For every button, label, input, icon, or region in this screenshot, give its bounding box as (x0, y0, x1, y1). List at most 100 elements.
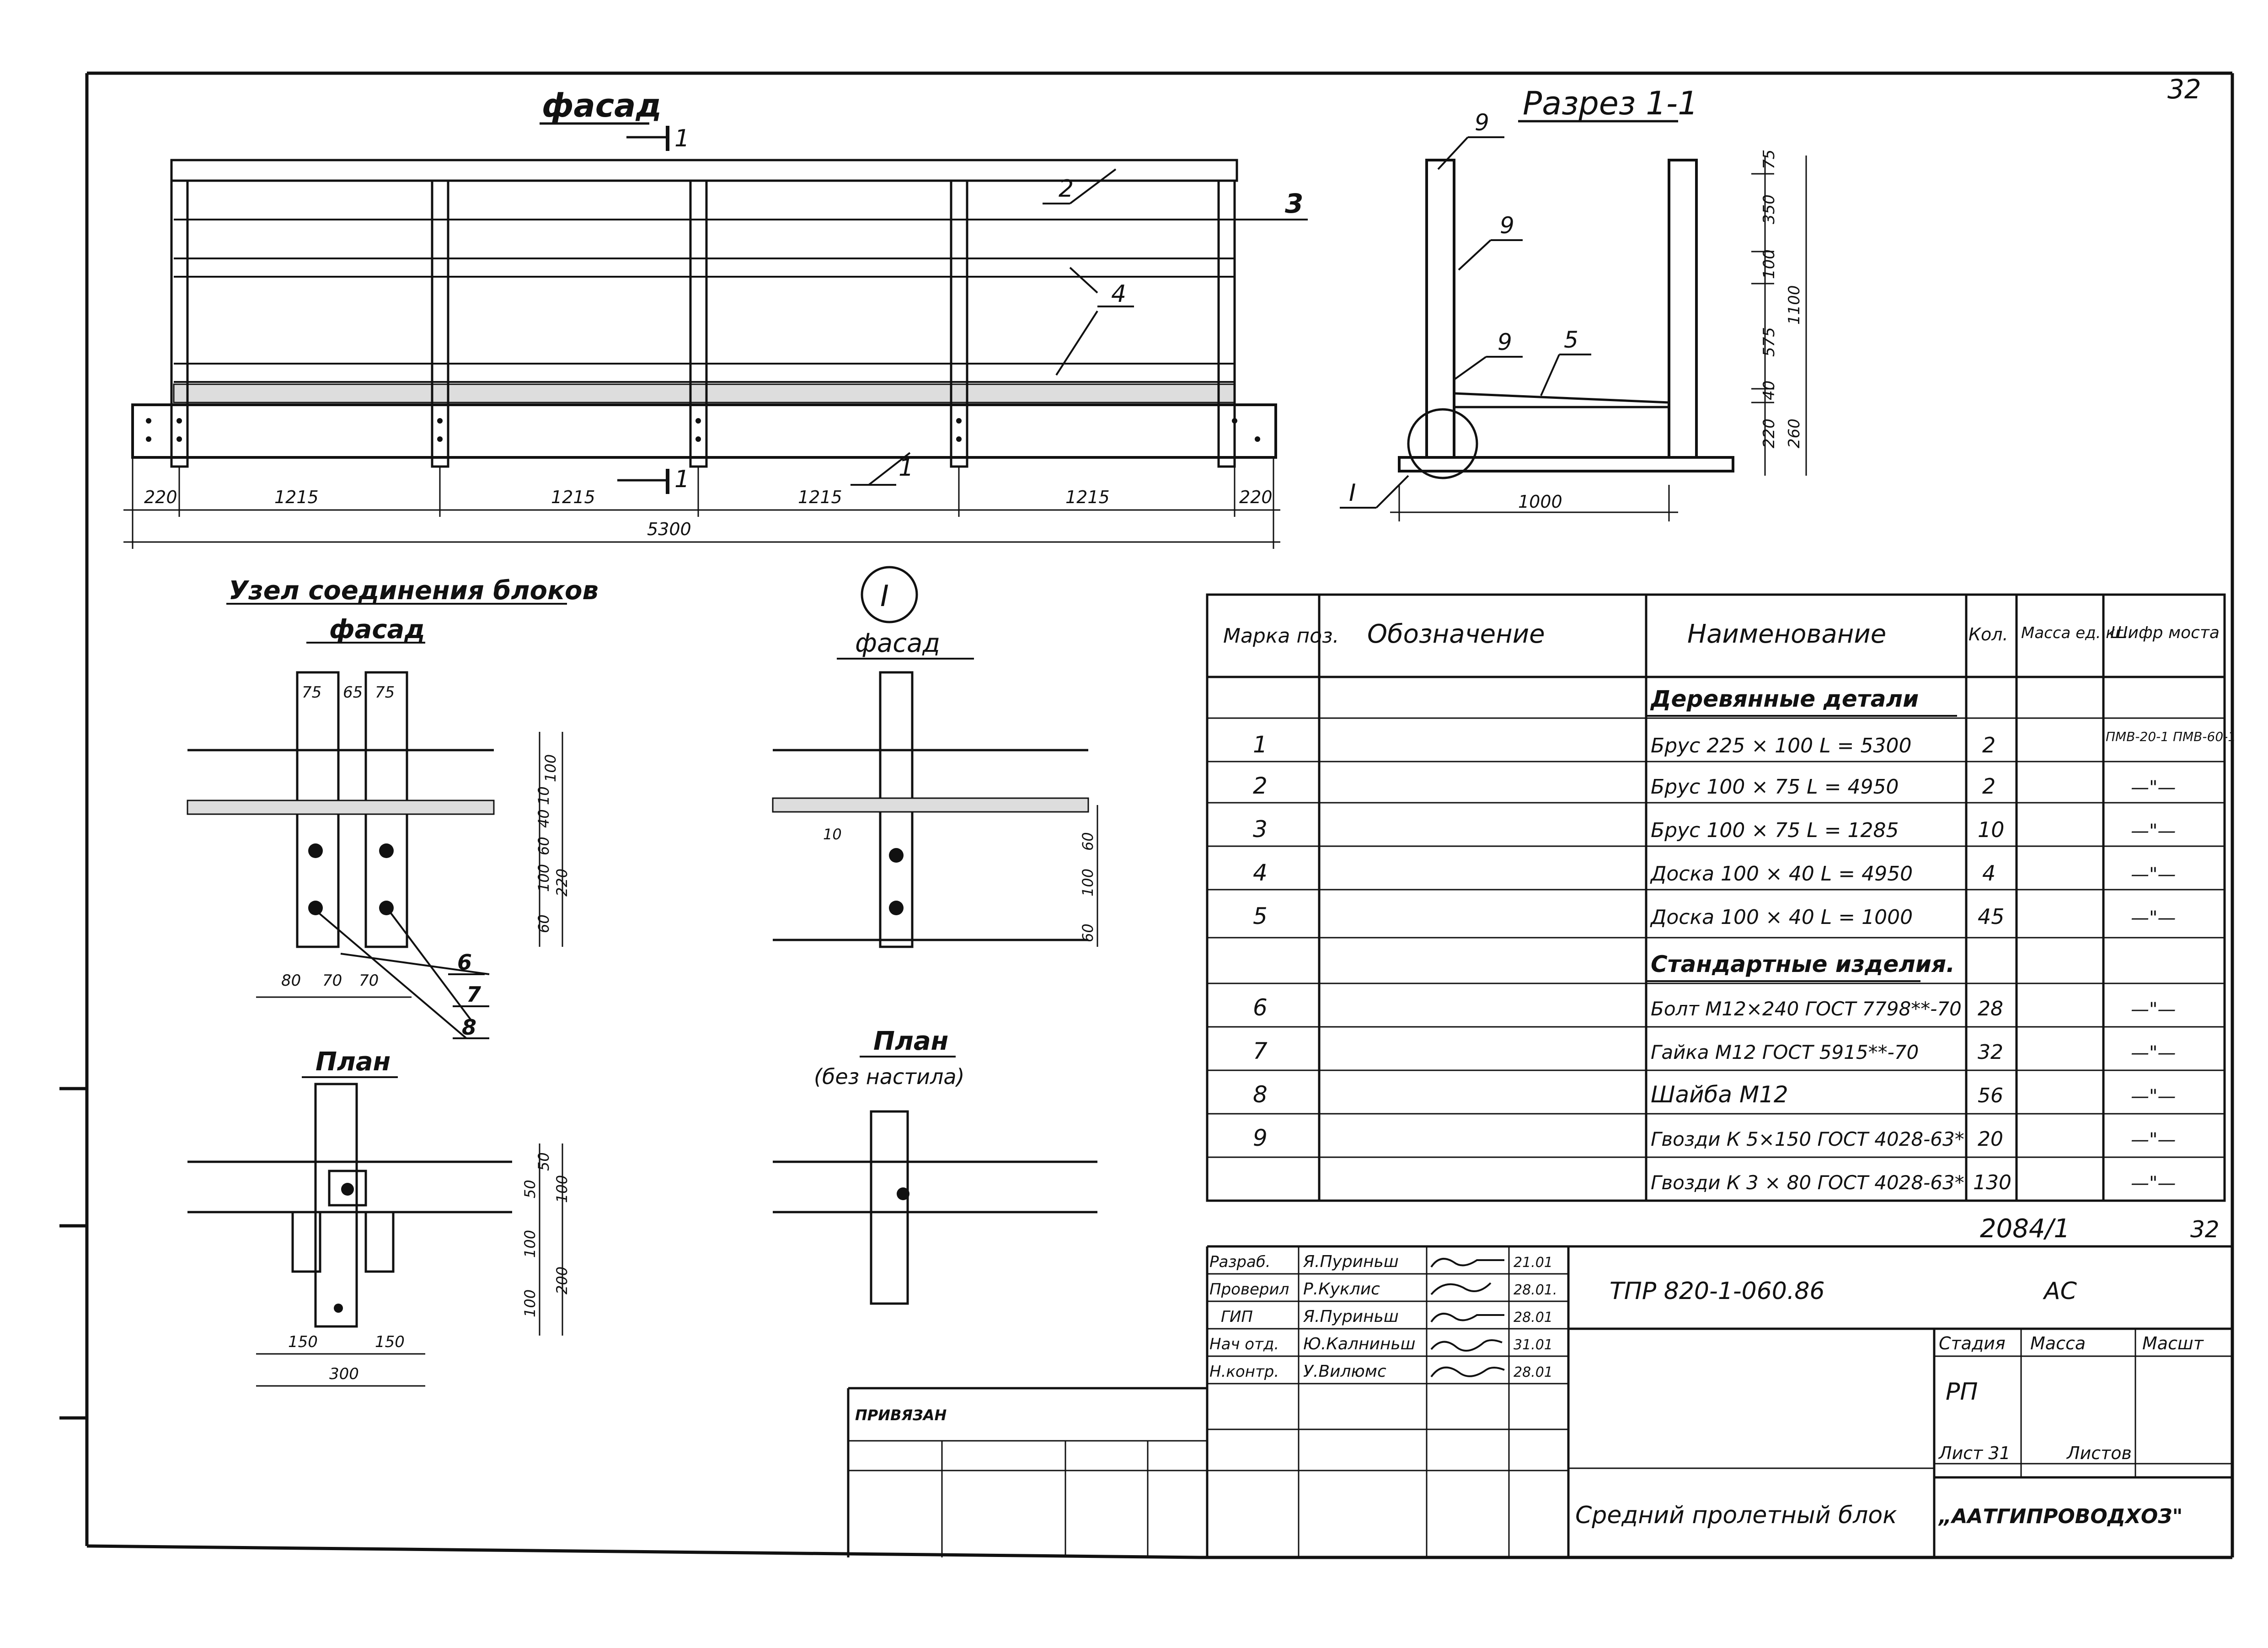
person-4: Ю.Калниньш (1303, 1335, 1416, 1353)
row2-code: —"— (2131, 777, 2176, 798)
row3-name: Брус 100 × 75 L = 1285 (1651, 819, 1899, 842)
plan-view: План 50 50 100 100 200 100 150 150 300 (187, 1047, 571, 1387)
dim-joint-75b: 75 (375, 683, 395, 702)
row5-name: Доска 100 × 40 L = 1000 (1650, 906, 1913, 929)
person-3: Я.Пуриньш (1303, 1307, 1399, 1326)
dim-joint-220: 220 (553, 869, 571, 896)
row10-name: Гвозди К 3 × 80 ГОСТ 4028-63* (1651, 1171, 1964, 1194)
role-3: ГИП (1221, 1308, 1253, 1326)
callout-8: 8 (462, 1015, 476, 1040)
detail-facade-title: фасад (855, 628, 940, 658)
stage-value: РП (1946, 1378, 1978, 1406)
sheet-number-top: 32 (2167, 74, 2201, 105)
organization: „ААТГИПРОВОДХОЗ" (1938, 1505, 2182, 1528)
joint-title: Узел соединения блоков (229, 576, 599, 606)
row1-pos: 1 (1253, 731, 1268, 758)
callout-5: 5 (1564, 327, 1578, 353)
role-1: Разраб. (1209, 1253, 1271, 1271)
dim-detail-60a: 60 (1079, 832, 1097, 851)
dim-facade-span-2: 1215 (551, 487, 595, 507)
date-1: 21.01 (1514, 1255, 1553, 1271)
dim-sec-260: 260 (1785, 419, 1803, 448)
dim-facade-total: 5300 (647, 519, 691, 539)
row8-name: Шайба М12 (1651, 1081, 1788, 1108)
dim-joint-60: 60 (535, 837, 552, 855)
date-5: 28.01 (1514, 1364, 1553, 1380)
person-5: У.Вилюмс (1303, 1362, 1386, 1381)
dim-sec-75: 75 (1760, 150, 1778, 169)
dim-joint-80: 80 (281, 972, 301, 990)
row6-pos: 6 (1253, 994, 1268, 1021)
dim-facade-span-4: 1215 (1065, 487, 1110, 507)
row6-code: —"— (2131, 999, 2176, 1020)
dim-plan-200: 200 (553, 1267, 571, 1294)
section-standard: Стандартные изделия. (1651, 951, 1955, 977)
stage-label: Стадия (1939, 1333, 2006, 1353)
dim-sec-575: 575 (1760, 327, 1778, 357)
role-2: Проверил (1209, 1280, 1289, 1299)
row7-pos: 7 (1253, 1038, 1268, 1064)
header-name: Наименование (1687, 619, 1886, 649)
section-mark-top: 1 (674, 125, 690, 152)
role-4: Нач отд. (1209, 1335, 1279, 1353)
dim-joint-65: 65 (343, 683, 363, 702)
dim-plan-100b: 100 (521, 1230, 539, 1258)
dim-sec-width: 1000 (1518, 492, 1562, 512)
section-mark-bottom: 1 (674, 466, 690, 493)
header-designation: Обозначение (1367, 619, 1545, 649)
row6-name: Болт М12×240 ГОСТ 7798**-70 (1651, 998, 1962, 1020)
row7-code: —"— (2131, 1042, 2176, 1063)
title-block: 2084/1 32 (847, 1214, 2232, 1557)
plan2-subtitle: (без настила) (814, 1064, 964, 1089)
dim-detail-60b: 60 (1079, 923, 1097, 942)
callout-9c: 9 (1498, 329, 1512, 355)
dim-facade-span-1: 1215 (274, 487, 319, 507)
row3-pos: 3 (1253, 816, 1268, 843)
row8-qty: 56 (1978, 1084, 2003, 1107)
mass-label: Масса (2030, 1333, 2086, 1353)
callout-1: 1 (899, 454, 914, 482)
section-view: Разрез 1-1 I 9 9 9 5 (1340, 85, 1807, 521)
dim-joint-70a: 70 (322, 972, 342, 990)
row10-qty: 130 (1973, 1171, 2011, 1194)
bound-label: ПРИВЯЗАН (855, 1406, 947, 1424)
date-3: 28.01 (1514, 1310, 1553, 1326)
person-2: Р.Куклис (1303, 1280, 1380, 1299)
dim-joint-10: 10 (535, 786, 552, 805)
callout-I: I (1349, 479, 1356, 507)
doc-mark: АС (2043, 1278, 2077, 1305)
row2-pos: 2 (1253, 773, 1268, 799)
facade-view: фасад 1 (123, 87, 1308, 549)
dim-plan-150a: 150 (288, 1333, 318, 1351)
plan2-view: План (без настила) (773, 1026, 1097, 1305)
callout-4: 4 (1111, 280, 1126, 308)
sheet-label: Лист 31 (1938, 1443, 2011, 1463)
row10-code: —"— (2131, 1173, 2176, 1194)
date-2: 28.01. (1514, 1282, 1557, 1298)
doc-code: ТПР 820-1-060.86 (1610, 1278, 1825, 1305)
dim-detail-100: 100 (1079, 869, 1097, 896)
row5-code: —"— (2131, 907, 2176, 929)
detail-I-view: I фасад 10 60 100 60 (772, 566, 1098, 948)
header-qty: Кол. (1968, 624, 2008, 644)
detail-marker: I (880, 580, 889, 613)
dim-joint-100b: 100 (535, 864, 552, 892)
header-code: Шифр моста (2110, 623, 2220, 642)
callout-6: 6 (457, 950, 472, 975)
dim-plan-100a: 100 (553, 1175, 571, 1203)
row2-qty: 2 (1982, 774, 1995, 799)
row4-code: —"— (2131, 864, 2176, 885)
row3-qty: 10 (1978, 817, 2005, 842)
row8-pos: 8 (1253, 1081, 1268, 1108)
dim-joint-100: 100 (542, 754, 559, 782)
dim-sec-40: 40 (1760, 381, 1778, 400)
doc-number: 2084/1 (1980, 1214, 2070, 1244)
header-pos: Марка поз. (1223, 624, 1339, 648)
facade-title: фасад (542, 87, 662, 124)
dim-sec-350: 350 (1760, 194, 1778, 224)
callout-9b: 9 (1500, 212, 1514, 239)
dim-detail-10: 10 (823, 826, 842, 843)
callout-3: 3 (1285, 188, 1303, 219)
